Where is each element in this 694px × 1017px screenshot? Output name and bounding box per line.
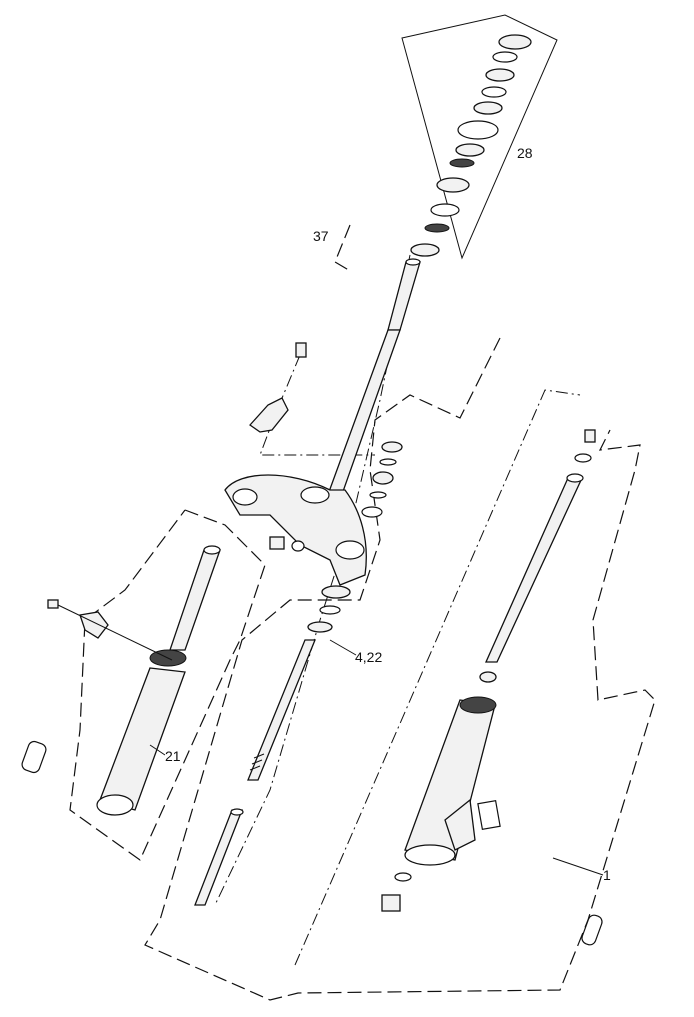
triple-clamp	[224, 474, 367, 586]
callout-37: 37	[313, 228, 329, 244]
callout-4-22: 4,22	[355, 649, 382, 665]
callout-21: 21	[165, 748, 181, 764]
left-fork-leg	[96, 545, 221, 816]
right-fork-group-outline	[144, 337, 656, 1001]
right-axle-bolt	[381, 872, 412, 912]
left-sticker	[21, 740, 47, 774]
pinch-bolt	[47, 599, 173, 661]
leader-lines	[149, 639, 604, 876]
right-sticker	[477, 799, 603, 946]
small-seals-and-rings	[307, 441, 403, 633]
center-axis	[214, 254, 581, 966]
bracket-and-bolt	[249, 342, 307, 433]
callout-1: 1	[603, 867, 611, 883]
fork-spring	[247, 639, 316, 781]
right-fork-slider	[404, 696, 497, 866]
left-fork-group-outline	[69, 509, 266, 861]
clamp-bolt	[269, 536, 305, 552]
bearing-stack	[410, 34, 532, 257]
callout-37-bracket	[334, 224, 353, 273]
right-fork-tube	[479, 429, 596, 683]
steering-stem	[325, 258, 421, 501]
damper-rod	[194, 808, 244, 906]
callout-28: 28	[517, 145, 533, 161]
